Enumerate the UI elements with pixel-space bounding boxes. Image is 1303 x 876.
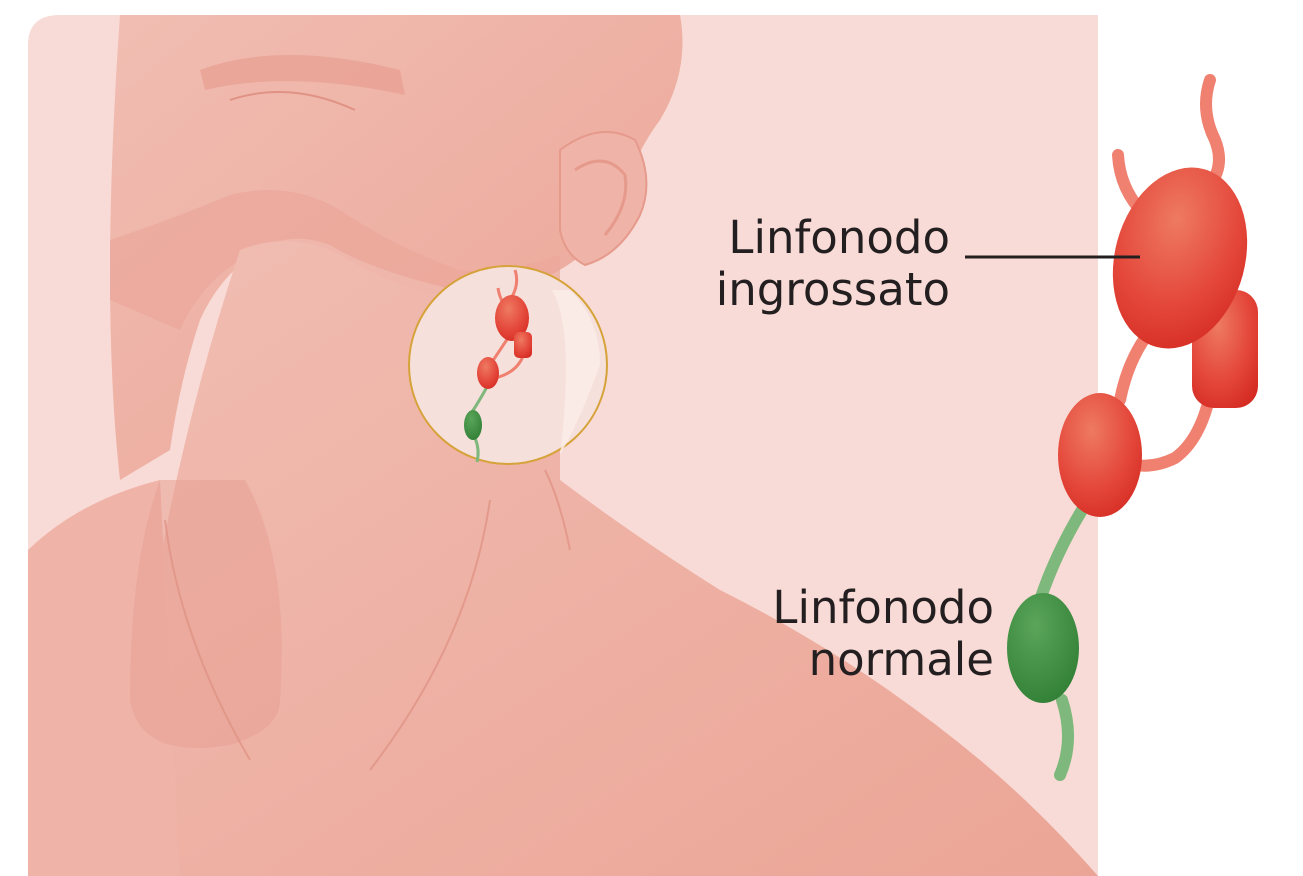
small-node-normal (464, 410, 482, 440)
large-node-enlarged-lower (1058, 393, 1142, 517)
label-normal-line-1: Linfonodo (740, 582, 994, 634)
label-normal-line-2: normale (740, 634, 994, 686)
label-enlarged-line-1: Linfonodo (700, 212, 950, 264)
small-node-enlarged-3 (477, 357, 499, 389)
label-normal-lymph-node: Linfonodo normale (740, 582, 994, 686)
small-node-enlarged-2 (514, 332, 532, 358)
large-node-normal (1007, 593, 1079, 703)
label-enlarged-line-2: ingrossato (700, 264, 950, 316)
label-enlarged-lymph-node: Linfonodo ingrossato (700, 212, 950, 316)
magnifier-circle (409, 266, 607, 464)
